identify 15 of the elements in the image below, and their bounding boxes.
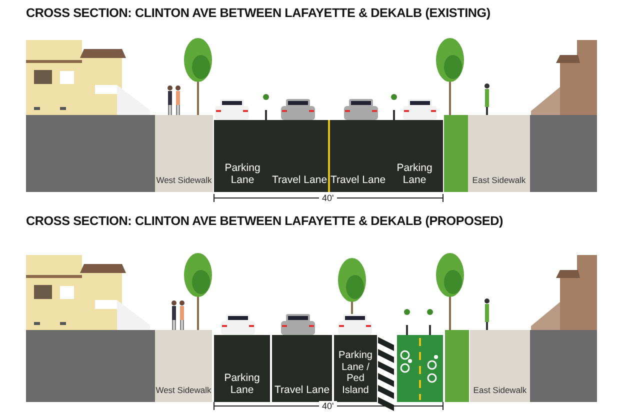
lane-band: Travel Lane (271, 120, 328, 192)
section-title: CROSS SECTION: CLINTON AVE BETWEEN LAFAYETTE & DEKALB (EXISTING) (26, 6, 490, 20)
lane-band: Travel Lane (272, 335, 332, 402)
lane-band: Parking Lane (214, 335, 270, 402)
sidewalk-band: West Sidewalk (155, 330, 212, 402)
sidewalk-band: East Sidewalk (470, 330, 530, 402)
ped-island-band: Parking Lane / Ped Island (334, 335, 377, 402)
section-title: CROSS SECTION: CLINTON AVE BETWEEN LAFAYETTE & DEKALB (PROPOSED) (26, 214, 503, 228)
dimension-label: 40' (319, 193, 337, 203)
lane-band: Travel Lane (330, 120, 386, 192)
lane-band: Parking Lane (386, 120, 443, 192)
sidewalk-band: East Sidewalk (468, 115, 530, 192)
dimension-label: 40' (319, 401, 337, 411)
sidewalk-band: West Sidewalk (155, 115, 213, 192)
lane-band: Parking Lane (214, 120, 271, 192)
